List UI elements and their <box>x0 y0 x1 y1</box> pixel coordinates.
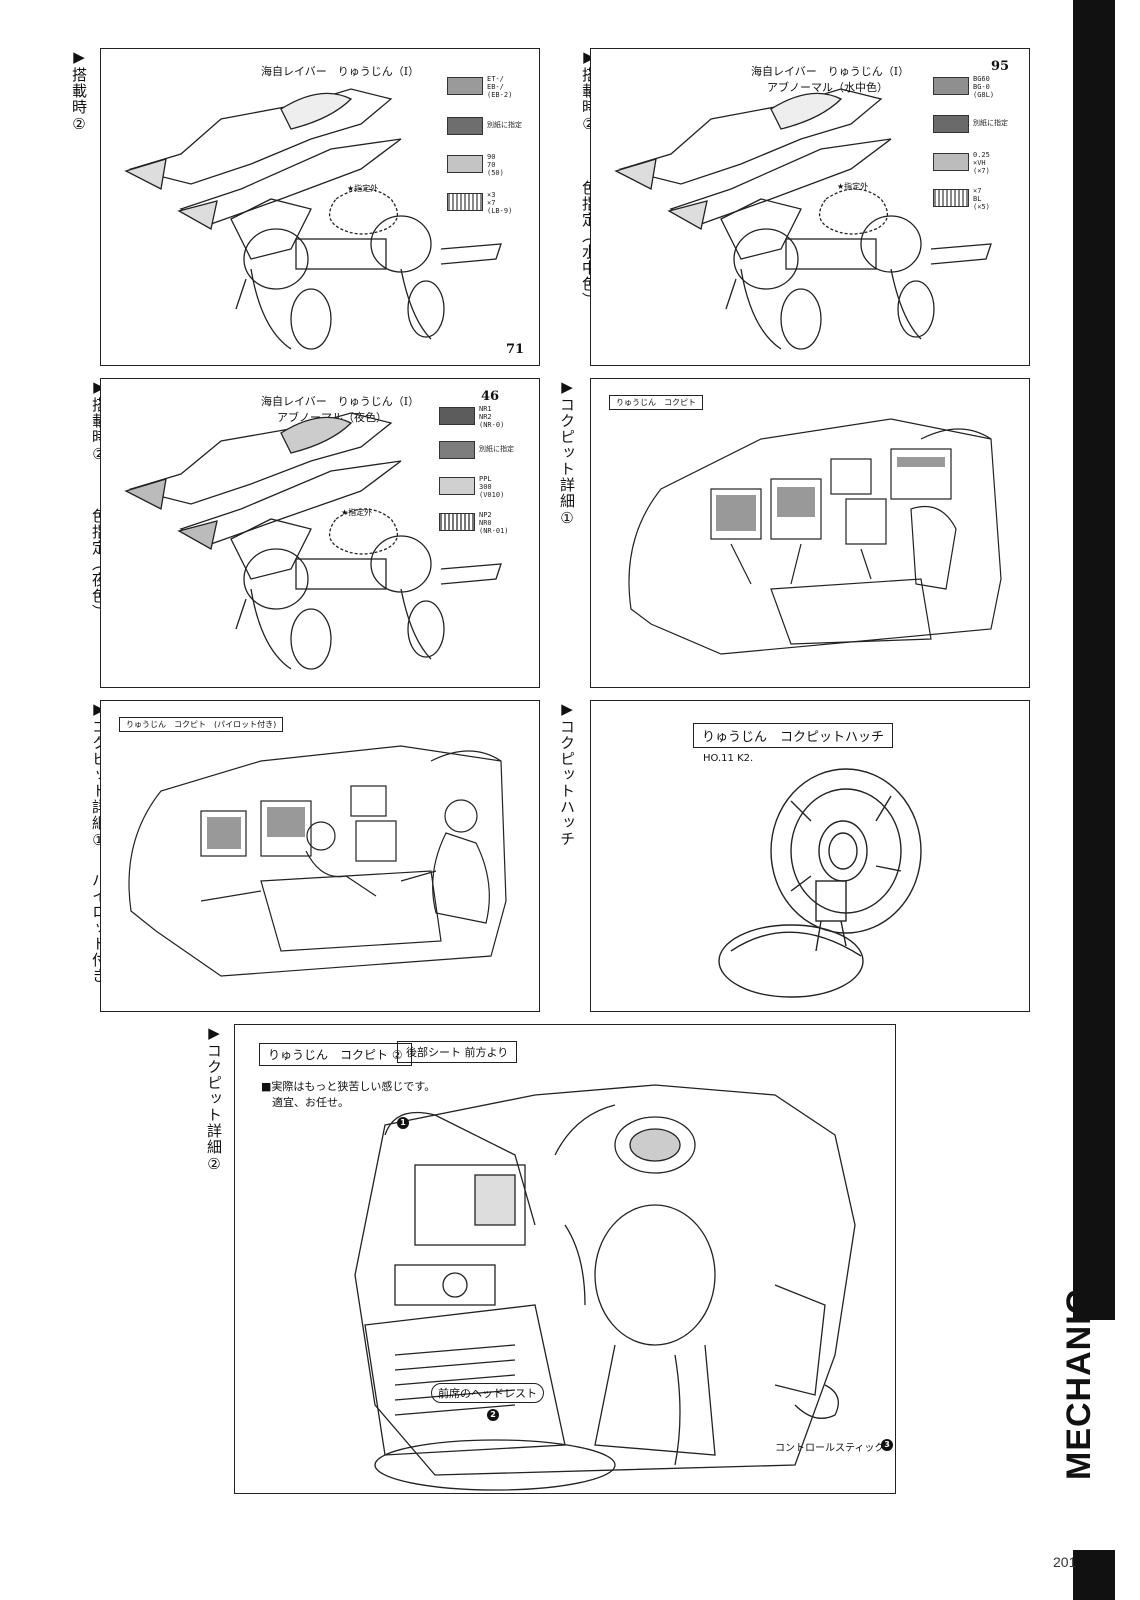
caption-main: ▶搭載時② <box>70 48 88 134</box>
color-swatch-1 <box>933 77 969 95</box>
panel-ryujin-loaded: 海自レイバー りゅうじん（Ⅰ） 71 ET-/ EB-/ (EB-2) 別紙に指… <box>100 48 540 366</box>
swatch-label-3: 0.25 ×VH (×7) <box>973 151 990 175</box>
page-number: 201 <box>1053 1554 1077 1570</box>
panel-title: 海自レイバー りゅうじん（Ⅰ） <box>261 65 420 78</box>
swatch-label-4: NP2 NR0 (NR-01) <box>479 511 509 535</box>
color-swatch-2 <box>933 115 969 133</box>
sketch-note: ■実際はもっと狭苦しい感じです。 適宜、お任せ。 <box>261 1080 436 1109</box>
sketch-label: りゅうじん コクピットハッチ <box>693 723 894 748</box>
caption-panel-1: ▶搭載時② <box>70 48 88 134</box>
panel-title: 海自レイバー りゅうじん（Ⅰ） <box>261 395 420 408</box>
callout-label-control-stick: コントロールスティック <box>775 1443 885 1454</box>
color-swatch-3 <box>439 477 475 495</box>
panel-page-ref: 71 <box>506 342 525 357</box>
color-swatch-4 <box>447 193 483 211</box>
color-swatch-3 <box>933 153 969 171</box>
rear-seat-cockpit-illustration <box>354 1084 856 1491</box>
caption-panel-4: ▶コクピット詳細① <box>558 378 576 528</box>
swatch-label-3: PPL 300 (V010) <box>479 475 505 499</box>
caption-main: ▶コクピット詳細① <box>558 378 576 528</box>
swatch-label-2: 別紙に指定 <box>973 119 1008 127</box>
color-swatch-1 <box>447 77 483 95</box>
color-swatch-4 <box>439 513 475 531</box>
cockpit-pilots-illustration <box>128 745 507 977</box>
note-unspecified: ★指定外 <box>347 184 379 193</box>
swatch-label-1: ET-/ EB-/ (EB-2) <box>487 75 513 99</box>
cockpit-interior-illustration <box>628 418 1002 655</box>
callout-marker-1: 1 <box>397 1117 409 1129</box>
sketch-label: りゅうじん コクピト ② <box>259 1043 412 1066</box>
swatch-label-3: 90 70 (50) <box>487 153 504 177</box>
caption-main: ▶コクピット詳細② <box>205 1024 223 1174</box>
swatch-label-4: ×7 BL (×5) <box>973 187 990 211</box>
panel-ryujin-night: 海自レイバー りゅうじん（Ⅰ） アブノーマル（夜色） 46 NR1 NR2 (N… <box>100 378 540 688</box>
swatch-label-1: NR1 NR2 (NR-0) <box>479 405 505 429</box>
callout-marker-3: 3 <box>881 1439 893 1451</box>
swatch-label-4: ×3 ×7 (LB-9) <box>487 191 513 215</box>
note-unspecified: ★指定外 <box>341 508 373 517</box>
caption-panel-6: ▶コクピットハッチ <box>558 700 576 847</box>
note-unspecified: ★指定外 <box>837 182 869 191</box>
panel-page-ref: 46 <box>481 389 500 404</box>
sketch-label: りゅうじん コクピト (パイロット付き) <box>119 717 284 732</box>
panel-cockpit-detail-2: りゅうじん コクピト ② 後部シート 前方より ■実際はもっと狭苦しい感じです。… <box>234 1024 896 1494</box>
ryujin-craft-illustration <box>124 88 502 350</box>
swatch-label-1: BG60 BG-0 (G8L) <box>973 75 995 99</box>
callout-label-headrest: 前席のヘッドレスト <box>431 1383 544 1403</box>
sketch-label-secondary: 後部シート 前方より <box>397 1041 518 1063</box>
section-label: MECHANIC <box>1060 1288 1098 1480</box>
sketch-label: りゅうじん コクピト <box>609 395 703 410</box>
swatch-label-2: 別紙に指定 <box>479 445 514 453</box>
color-swatch-4 <box>933 189 969 207</box>
color-swatch-2 <box>447 117 483 135</box>
caption-panel-7: ▶コクピット詳細② <box>205 1024 223 1174</box>
panel-subtitle: アブノーマル（水中色） <box>767 81 888 94</box>
panel-cockpit-hatch: りゅうじん コクピットハッチ HO.11 K2. <box>590 700 1030 1012</box>
panel-cockpit-detail-1: りゅうじん コクピト <box>590 378 1030 688</box>
panel-cockpit-detail-pilots: りゅうじん コクピト (パイロット付き) <box>100 700 540 1012</box>
color-swatch-1 <box>439 407 475 425</box>
panel-page-ref: 95 <box>991 59 1010 74</box>
section-sidebar-gap <box>1073 1320 1115 1550</box>
color-swatch-3 <box>447 155 483 173</box>
panel-title: 海自レイバー りゅうじん（Ⅰ） <box>751 65 910 78</box>
panel-ryujin-underwater: 海自レイバー りゅうじん（Ⅰ） アブノーマル（水中色） 95 BG60 BG-0… <box>590 48 1030 366</box>
hatch-illustration <box>718 768 922 998</box>
swatch-label-2: 別紙に指定 <box>487 121 522 129</box>
sketch-sublabel: HO.11 K2. <box>703 753 754 764</box>
ryujin-craft-illustration <box>614 88 992 350</box>
caption-main: ▶コクピットハッチ <box>558 700 576 847</box>
color-swatch-2 <box>439 441 475 459</box>
callout-marker-2: 2 <box>487 1409 499 1421</box>
ryujin-craft-illustration <box>124 412 502 670</box>
